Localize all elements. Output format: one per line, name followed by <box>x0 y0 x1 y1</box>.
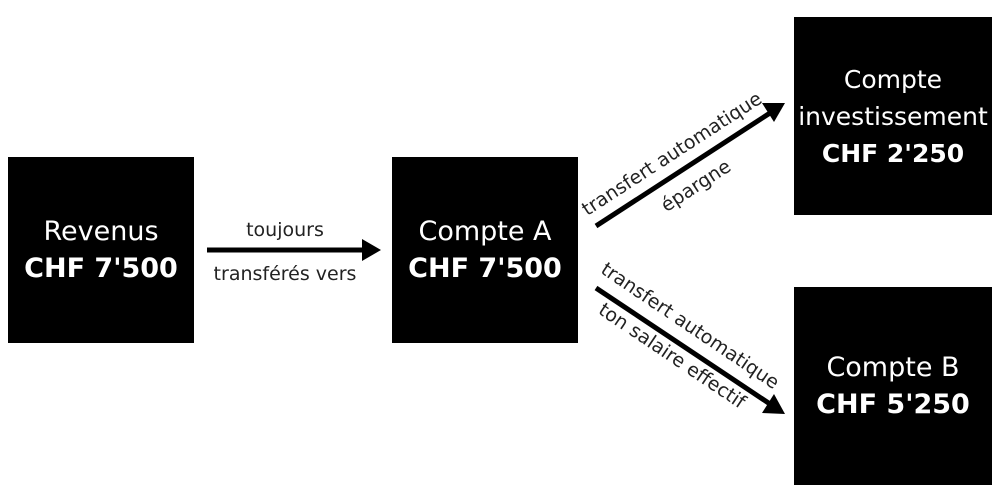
compte-investissement-title-line1: Compte <box>843 64 943 94</box>
compte-a-amount: CHF 7'500 <box>408 253 562 284</box>
compte-a-box: Compte A CHF 7'500 <box>392 157 578 343</box>
compte-investissement-box: Compte investissement CHF 2'250 <box>794 17 992 215</box>
compte-a-title: Compte A <box>418 216 552 247</box>
label-transferes-vers: transférés vers <box>213 263 357 285</box>
compte-b-amount: CHF 5'250 <box>816 389 970 420</box>
revenus-box: Revenus CHF 7'500 <box>8 157 194 343</box>
arrow-revenus-to-compte-a <box>207 239 381 261</box>
arrow-compte-a-to-compte-b <box>594 285 785 414</box>
revenus-title: Revenus <box>43 216 159 247</box>
label-toujours: toujours <box>246 219 324 241</box>
compte-investissement-title-line2: investissement <box>798 101 988 131</box>
compte-b-box: Compte B CHF 5'250 <box>794 287 992 485</box>
compte-investissement-amount: CHF 2'250 <box>821 138 965 168</box>
revenus-amount: CHF 7'500 <box>24 253 178 284</box>
arrow-compte-a-to-investissement <box>594 103 785 229</box>
compte-b-title: Compte B <box>826 352 960 383</box>
